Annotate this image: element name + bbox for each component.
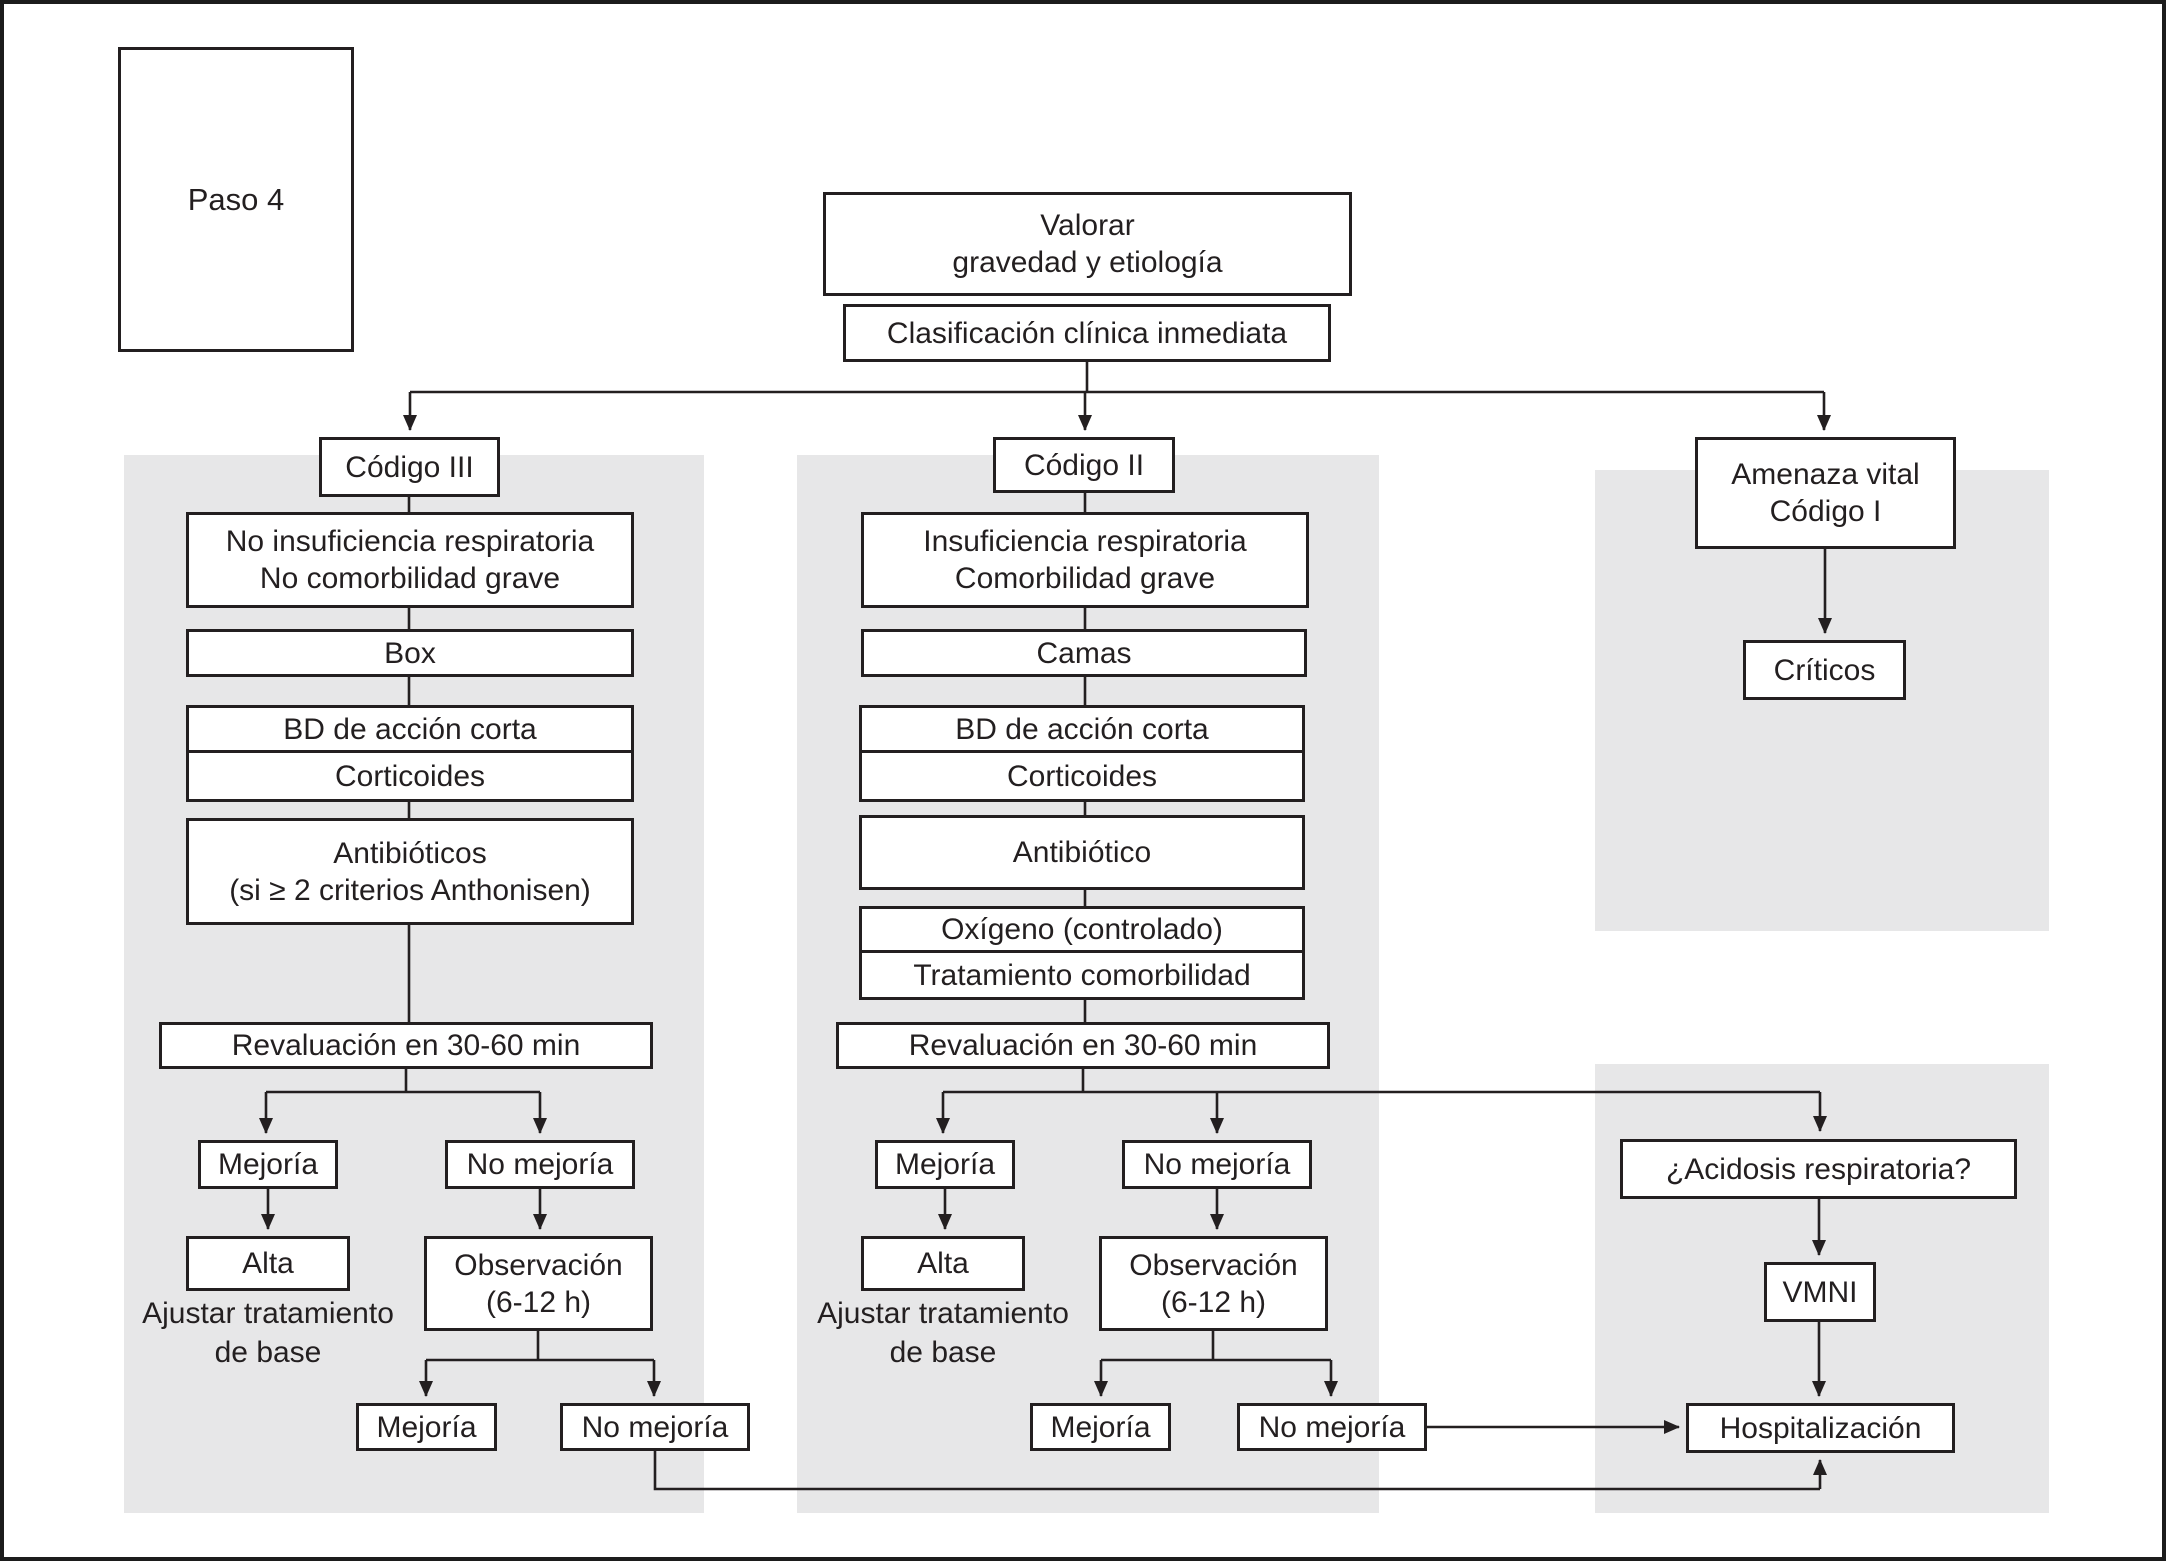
c2-ajustar-line-1: Ajustar tratamiento [817, 1297, 1069, 1330]
c3-antibioticos-line-1: Antibióticos [333, 836, 487, 870]
node-criticos: Críticos [1743, 640, 1906, 700]
c3-criteria-line-2: No comorbilidad grave [259, 562, 561, 595]
c2-obs-mejoria-label: Mejoría [1050, 1410, 1151, 1444]
text-c3-ajustar-tratamiento: Ajustar tratamiento de base [88, 1294, 448, 1372]
node-c2-criteria: Insuficiencia respiratoria Comorbilidad … [861, 512, 1309, 608]
vmni-label: VMNI [1782, 1275, 1858, 1309]
c2-obs-no-mejoria-label: No mejoría [1258, 1410, 1406, 1444]
node-c2-bd-accion-corta: BD de acción corta [859, 705, 1305, 753]
c2-revaluacion-label: Revaluación en 30-60 min [908, 1029, 1258, 1062]
node-c2-observacion: Observación (6-12 h) [1099, 1236, 1328, 1331]
node-c3-obs-mejoria: Mejoría [356, 1403, 497, 1451]
valorar-line-2: gravedad y etiología [952, 246, 1223, 279]
node-hospitalizacion: Hospitalización [1686, 1403, 1955, 1453]
node-c2-mejoria: Mejoría [875, 1140, 1015, 1189]
c3-mejoria-label: Mejoría [217, 1148, 319, 1181]
c3-corticoides-label: Corticoides [334, 759, 486, 793]
c3-alta-label: Alta [242, 1247, 294, 1280]
node-c2-antibiotico: Antibiótico [859, 815, 1305, 890]
c2-observacion-line-2: (6-12 h) [1160, 1285, 1267, 1319]
c3-box-label: Box [384, 636, 436, 670]
c3-criteria-line-1: No insuficiencia respiratoria [225, 525, 595, 558]
c3-antibioticos-line-2: (si ≥ 2 criterios Anthonisen) [229, 873, 591, 907]
acidosis-label: ¿Acidosis respiratoria? [1665, 1152, 1972, 1186]
node-paso-4: Paso 4 [118, 47, 354, 352]
node-c3-revaluacion: Revaluación en 30-60 min [159, 1022, 653, 1069]
c3-no-mejoria-label: No mejoría [466, 1148, 614, 1181]
node-acidosis-respiratoria: ¿Acidosis respiratoria? [1620, 1139, 2017, 1199]
node-c2-revaluacion: Revaluación en 30-60 min [836, 1022, 1330, 1069]
node-c2-corticoides: Corticoides [859, 750, 1305, 802]
c3-observacion-line-1: Observación [454, 1248, 623, 1282]
codigo-i-line-1: Amenaza vital [1731, 458, 1920, 491]
node-c3-box: Box [186, 629, 634, 677]
node-c3-antibioticos: Antibióticos (si ≥ 2 criterios Anthonise… [186, 818, 634, 925]
c2-ajustar-line-2: de base [889, 1336, 997, 1369]
node-c2-oxigeno: Oxígeno (controlado) [859, 906, 1305, 953]
node-c2-alta: Alta [861, 1236, 1025, 1291]
c2-tratamiento-label: Tratamiento comorbilidad [913, 958, 1251, 992]
c2-mejoria-label: Mejoría [894, 1148, 996, 1181]
c3-obs-no-mejoria-label: No mejoría [581, 1410, 729, 1444]
c2-bd-label: BD de acción corta [955, 712, 1209, 746]
node-amenaza-vital-codigo-i: Amenaza vital Código I [1695, 437, 1956, 549]
node-c2-camas: Camas [861, 629, 1307, 677]
node-c3-no-mejoria: No mejoría [445, 1140, 635, 1189]
c3-ajustar-line-1: Ajustar tratamiento [142, 1297, 394, 1330]
c3-revaluacion-label: Revaluación en 30-60 min [231, 1029, 581, 1062]
valorar-line-1: Valorar [1040, 209, 1135, 242]
codigo-ii-label: Código II [1023, 448, 1145, 482]
node-c2-obs-no-mejoria: No mejoría [1237, 1403, 1427, 1451]
node-codigo-ii: Código II [993, 437, 1175, 493]
node-c3-criteria: No insuficiencia respiratoria No comorbi… [186, 512, 634, 608]
c3-observacion-line-2: (6-12 h) [485, 1285, 592, 1319]
codigo-iii-label: Código III [345, 450, 474, 484]
node-valorar: Valorar gravedad y etiología [823, 192, 1352, 296]
codigo-i-line-2: Código I [1769, 495, 1882, 528]
node-c2-obs-mejoria: Mejoría [1030, 1403, 1171, 1451]
c2-camas-label: Camas [1036, 636, 1132, 670]
node-c3-obs-no-mejoria: No mejoría [560, 1403, 750, 1451]
node-codigo-iii: Código III [319, 437, 500, 497]
c2-no-mejoria-label: No mejoría [1143, 1148, 1291, 1181]
node-c3-bd-accion-corta: BD de acción corta [186, 705, 634, 753]
c2-antibiotico-label: Antibiótico [1012, 836, 1152, 869]
node-c3-mejoria: Mejoría [198, 1140, 338, 1189]
c2-oxigeno-label: Oxígeno (controlado) [941, 913, 1223, 946]
node-c3-observacion: Observación (6-12 h) [424, 1236, 653, 1331]
c3-obs-mejoria-label: Mejoría [376, 1410, 477, 1444]
node-c3-alta: Alta [186, 1236, 350, 1291]
connector-lines [259, 362, 1832, 1491]
criticos-label: Críticos [1773, 653, 1876, 687]
node-clasificacion-clinica: Clasificación clínica inmediata [843, 304, 1331, 362]
text-c2-ajustar-tratamiento: Ajustar tratamiento de base [763, 1294, 1123, 1372]
node-c2-tratamiento-comorbilidad: Tratamiento comorbilidad [859, 950, 1305, 1000]
c2-corticoides-label: Corticoides [1006, 759, 1158, 793]
hospitalizacion-label: Hospitalización [1719, 1411, 1922, 1445]
c2-alta-label: Alta [917, 1247, 969, 1280]
c3-ajustar-line-2: de base [214, 1336, 322, 1369]
c2-criteria-line-1: Insuficiencia respiratoria [923, 525, 1247, 558]
node-c3-corticoides: Corticoides [186, 750, 634, 802]
c2-observacion-line-1: Observación [1129, 1248, 1298, 1282]
c3-bd-label: BD de acción corta [283, 712, 537, 746]
c2-criteria-line-2: Comorbilidad grave [954, 562, 1216, 595]
node-c2-no-mejoria: No mejoría [1122, 1140, 1312, 1189]
node-vmni: VMNI [1764, 1262, 1876, 1322]
clasificacion-label: Clasificación clínica inmediata [886, 316, 1288, 350]
paso-4-label: Paso 4 [187, 182, 285, 217]
